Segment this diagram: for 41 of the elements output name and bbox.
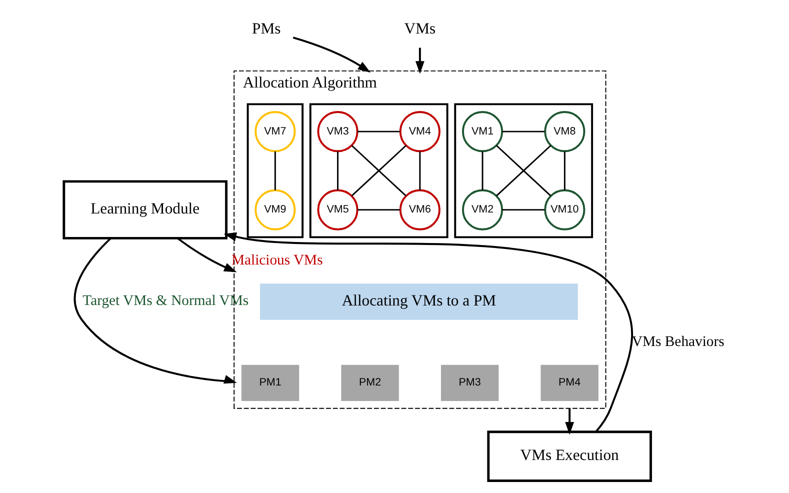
- cluster: [309, 103, 448, 238]
- node-box: PM1: [241, 364, 300, 402]
- arrow: [292, 36, 371, 73]
- arrow: [74, 238, 237, 384]
- cluster: [454, 103, 594, 238]
- node-circle: VM3: [317, 111, 358, 152]
- connector: [502, 130, 545, 132]
- connector: [357, 209, 400, 211]
- node-circle: VM2: [462, 189, 504, 230]
- node-box: PM3: [440, 364, 499, 402]
- node-circle: VM10: [544, 189, 586, 230]
- edge-label: Malicious VMs: [231, 252, 323, 269]
- arrow: [415, 48, 424, 74]
- connector: [564, 151, 566, 190]
- node-box: PM2: [341, 364, 399, 402]
- cluster: [246, 103, 304, 238]
- arrow: [224, 232, 633, 432]
- connector: [502, 209, 545, 211]
- node-text: VMs: [404, 20, 436, 38]
- node-box: Learning Module: [62, 180, 228, 240]
- node-circle: VM6: [399, 189, 440, 230]
- node-circle: VM4: [399, 111, 440, 152]
- connector: [482, 151, 484, 190]
- connector: [419, 151, 421, 190]
- arrow: [565, 408, 574, 435]
- connector: [357, 130, 400, 132]
- node-box: VMs Execution: [487, 430, 652, 482]
- node-circle: VM5: [317, 189, 358, 230]
- connector: [274, 151, 276, 190]
- edge-label: Target VMs & Normal VMs: [82, 293, 249, 310]
- node-text: PMs: [252, 20, 281, 38]
- node-box: PM4: [540, 364, 598, 402]
- node-box: Allocating VMs to a PM: [260, 284, 578, 320]
- edge-label: VMs Behaviors: [632, 334, 724, 350]
- node-circle: VM8: [544, 111, 586, 152]
- arrow: [177, 238, 237, 272]
- node-circle: VM9: [254, 189, 296, 230]
- node-circle: VM1: [462, 111, 504, 152]
- node-circle: VM7: [254, 111, 296, 152]
- connector: [351, 144, 406, 196]
- connector: [337, 151, 338, 190]
